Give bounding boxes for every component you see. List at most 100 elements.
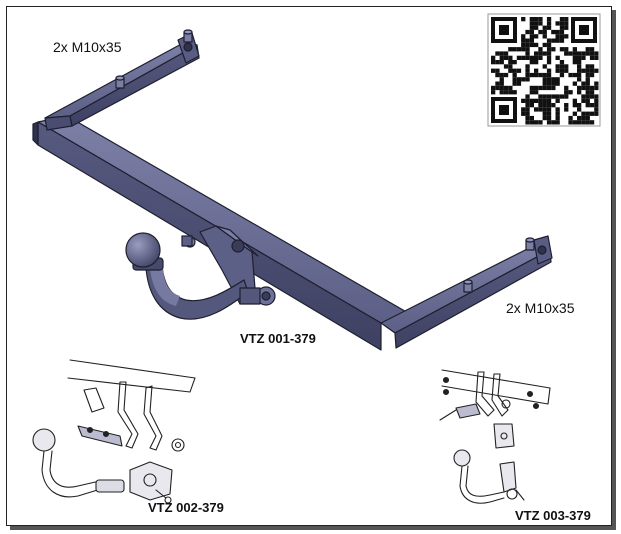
qr-module [594, 81, 599, 86]
qr-module [572, 51, 577, 56]
qr-module [589, 72, 595, 78]
qr-module [529, 42, 534, 48]
qr-module [564, 85, 569, 91]
qr-module [555, 64, 560, 69]
qr-module [589, 103, 595, 108]
qr-module [516, 47, 522, 52]
qr-module [581, 111, 586, 116]
qr-module [594, 68, 599, 73]
qr-module [491, 55, 496, 60]
qr-module [534, 98, 539, 103]
qr-module [581, 85, 586, 91]
qr-module [594, 55, 599, 60]
qr-module [559, 60, 565, 65]
qr-module [512, 81, 517, 86]
qr-module [546, 77, 552, 82]
qr-module [534, 107, 539, 112]
qr-module [577, 115, 582, 121]
qr-module [577, 51, 582, 56]
qr-module [529, 29, 534, 35]
qr-module [529, 103, 534, 108]
qr-module [572, 120, 577, 125]
qr-module [559, 68, 565, 73]
qr-module [577, 107, 582, 112]
qr-module [564, 107, 569, 112]
qr-module [538, 85, 543, 91]
qr-module [495, 60, 500, 65]
qr-module [551, 85, 556, 91]
qr-module [542, 25, 547, 30]
qr-module [559, 17, 565, 22]
qr-module [568, 51, 573, 56]
qr-module [512, 77, 517, 82]
qr-module [542, 42, 547, 48]
qr-module [521, 42, 526, 48]
qr-module [555, 98, 560, 103]
qr-module [529, 38, 534, 43]
qr-module [529, 60, 534, 65]
qr-module [585, 81, 590, 86]
qr-module [589, 94, 595, 99]
qr-module [564, 21, 569, 26]
qr-module [555, 120, 560, 125]
qr-module [491, 68, 496, 73]
qr-module [589, 85, 595, 91]
qr-module [542, 29, 547, 35]
qr-module [555, 38, 560, 43]
qr-module [555, 55, 560, 60]
right-side-arm [380, 235, 553, 349]
qr-module [577, 77, 582, 82]
qr-module [572, 60, 577, 65]
qr-module [564, 34, 569, 39]
qr-module [577, 72, 582, 78]
bolt-top-2 [115, 75, 125, 89]
qr-module [585, 85, 590, 91]
qr-module [555, 29, 560, 35]
qr-module [572, 72, 577, 78]
qr-module [516, 55, 522, 60]
qr-module [555, 115, 560, 121]
qr-module [555, 81, 560, 86]
qr-module [589, 55, 595, 60]
qr-module [577, 90, 582, 95]
qr-module [546, 51, 552, 56]
qr-module [585, 90, 590, 95]
qr-module [594, 51, 599, 56]
qr-module [542, 51, 547, 56]
bolts-top-label: 2x M10x35 [53, 39, 122, 55]
qr-module [559, 64, 565, 69]
qr-module [499, 77, 504, 82]
qr-module [546, 85, 552, 91]
qr-module [508, 64, 513, 69]
variant-right-label: VTZ 003-379 [515, 508, 591, 523]
qr-module [564, 68, 569, 73]
qr-module [589, 51, 595, 56]
qr-module [525, 42, 530, 48]
qr-module [499, 72, 504, 78]
variant-right-sketch [439, 369, 551, 504]
qr-module [594, 103, 599, 108]
qr-module [534, 90, 539, 95]
qr-module [525, 94, 530, 99]
qr-module [521, 47, 526, 52]
qr-module [581, 120, 586, 125]
qr-module [577, 85, 582, 91]
qr-module [521, 77, 526, 82]
qr-module [542, 85, 547, 91]
qr-module [594, 98, 599, 103]
qr-module [589, 68, 595, 73]
qr-module [538, 17, 543, 22]
qr-module [495, 68, 500, 73]
qr-module [529, 72, 534, 78]
qr-module [529, 115, 534, 121]
qr-module [538, 94, 543, 99]
qr-module [585, 103, 590, 108]
qr-module [503, 90, 509, 95]
qr-module [499, 90, 504, 95]
qr-module [516, 68, 522, 73]
qr-module [538, 29, 543, 35]
qr-module [546, 115, 552, 121]
qr-module [525, 72, 530, 78]
qr-module [525, 68, 530, 73]
main-model-label: VTZ 001-379 [240, 331, 316, 346]
